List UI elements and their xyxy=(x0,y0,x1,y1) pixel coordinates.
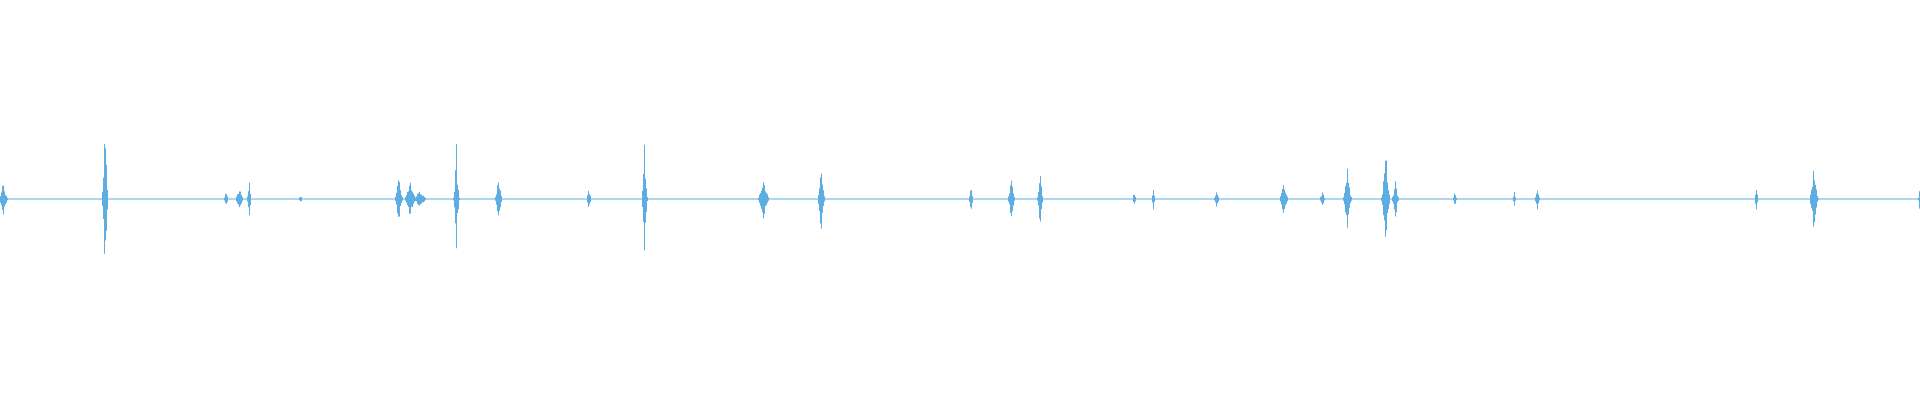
waveform-peak xyxy=(1280,185,1288,213)
waveform-peak xyxy=(969,190,973,209)
waveform-peak xyxy=(247,182,251,216)
waveform-peak xyxy=(1037,175,1043,222)
waveform-peak xyxy=(395,180,403,217)
waveform-peak xyxy=(642,144,648,251)
waveform-peak xyxy=(1381,160,1390,237)
waveform-peak xyxy=(0,185,8,215)
waveform-peak xyxy=(1535,190,1540,210)
waveform-peak xyxy=(102,144,108,254)
waveform-peak xyxy=(299,197,302,202)
waveform-peak xyxy=(1392,181,1399,217)
waveform-peak xyxy=(1133,194,1136,204)
waveform-peak xyxy=(818,173,825,229)
waveform-peak xyxy=(1343,168,1352,228)
waveform-peak xyxy=(236,191,243,208)
waveform-peak xyxy=(1008,180,1015,217)
waveform-peak xyxy=(1755,190,1758,210)
waveform-peak xyxy=(1214,192,1219,207)
waveform-peak xyxy=(1320,192,1325,205)
waveform-peak xyxy=(1810,170,1819,227)
waveform-peak xyxy=(1152,190,1155,210)
waveform-peak xyxy=(224,193,228,204)
waveform-peak xyxy=(758,182,769,219)
waveform-peak xyxy=(414,191,426,206)
waveform-peak xyxy=(495,182,502,216)
waveform-peak xyxy=(1453,193,1457,204)
waveform-peak xyxy=(1513,191,1516,206)
waveform-bars xyxy=(0,143,1920,254)
waveform-peak xyxy=(587,190,591,207)
waveform-peak xyxy=(453,143,460,249)
